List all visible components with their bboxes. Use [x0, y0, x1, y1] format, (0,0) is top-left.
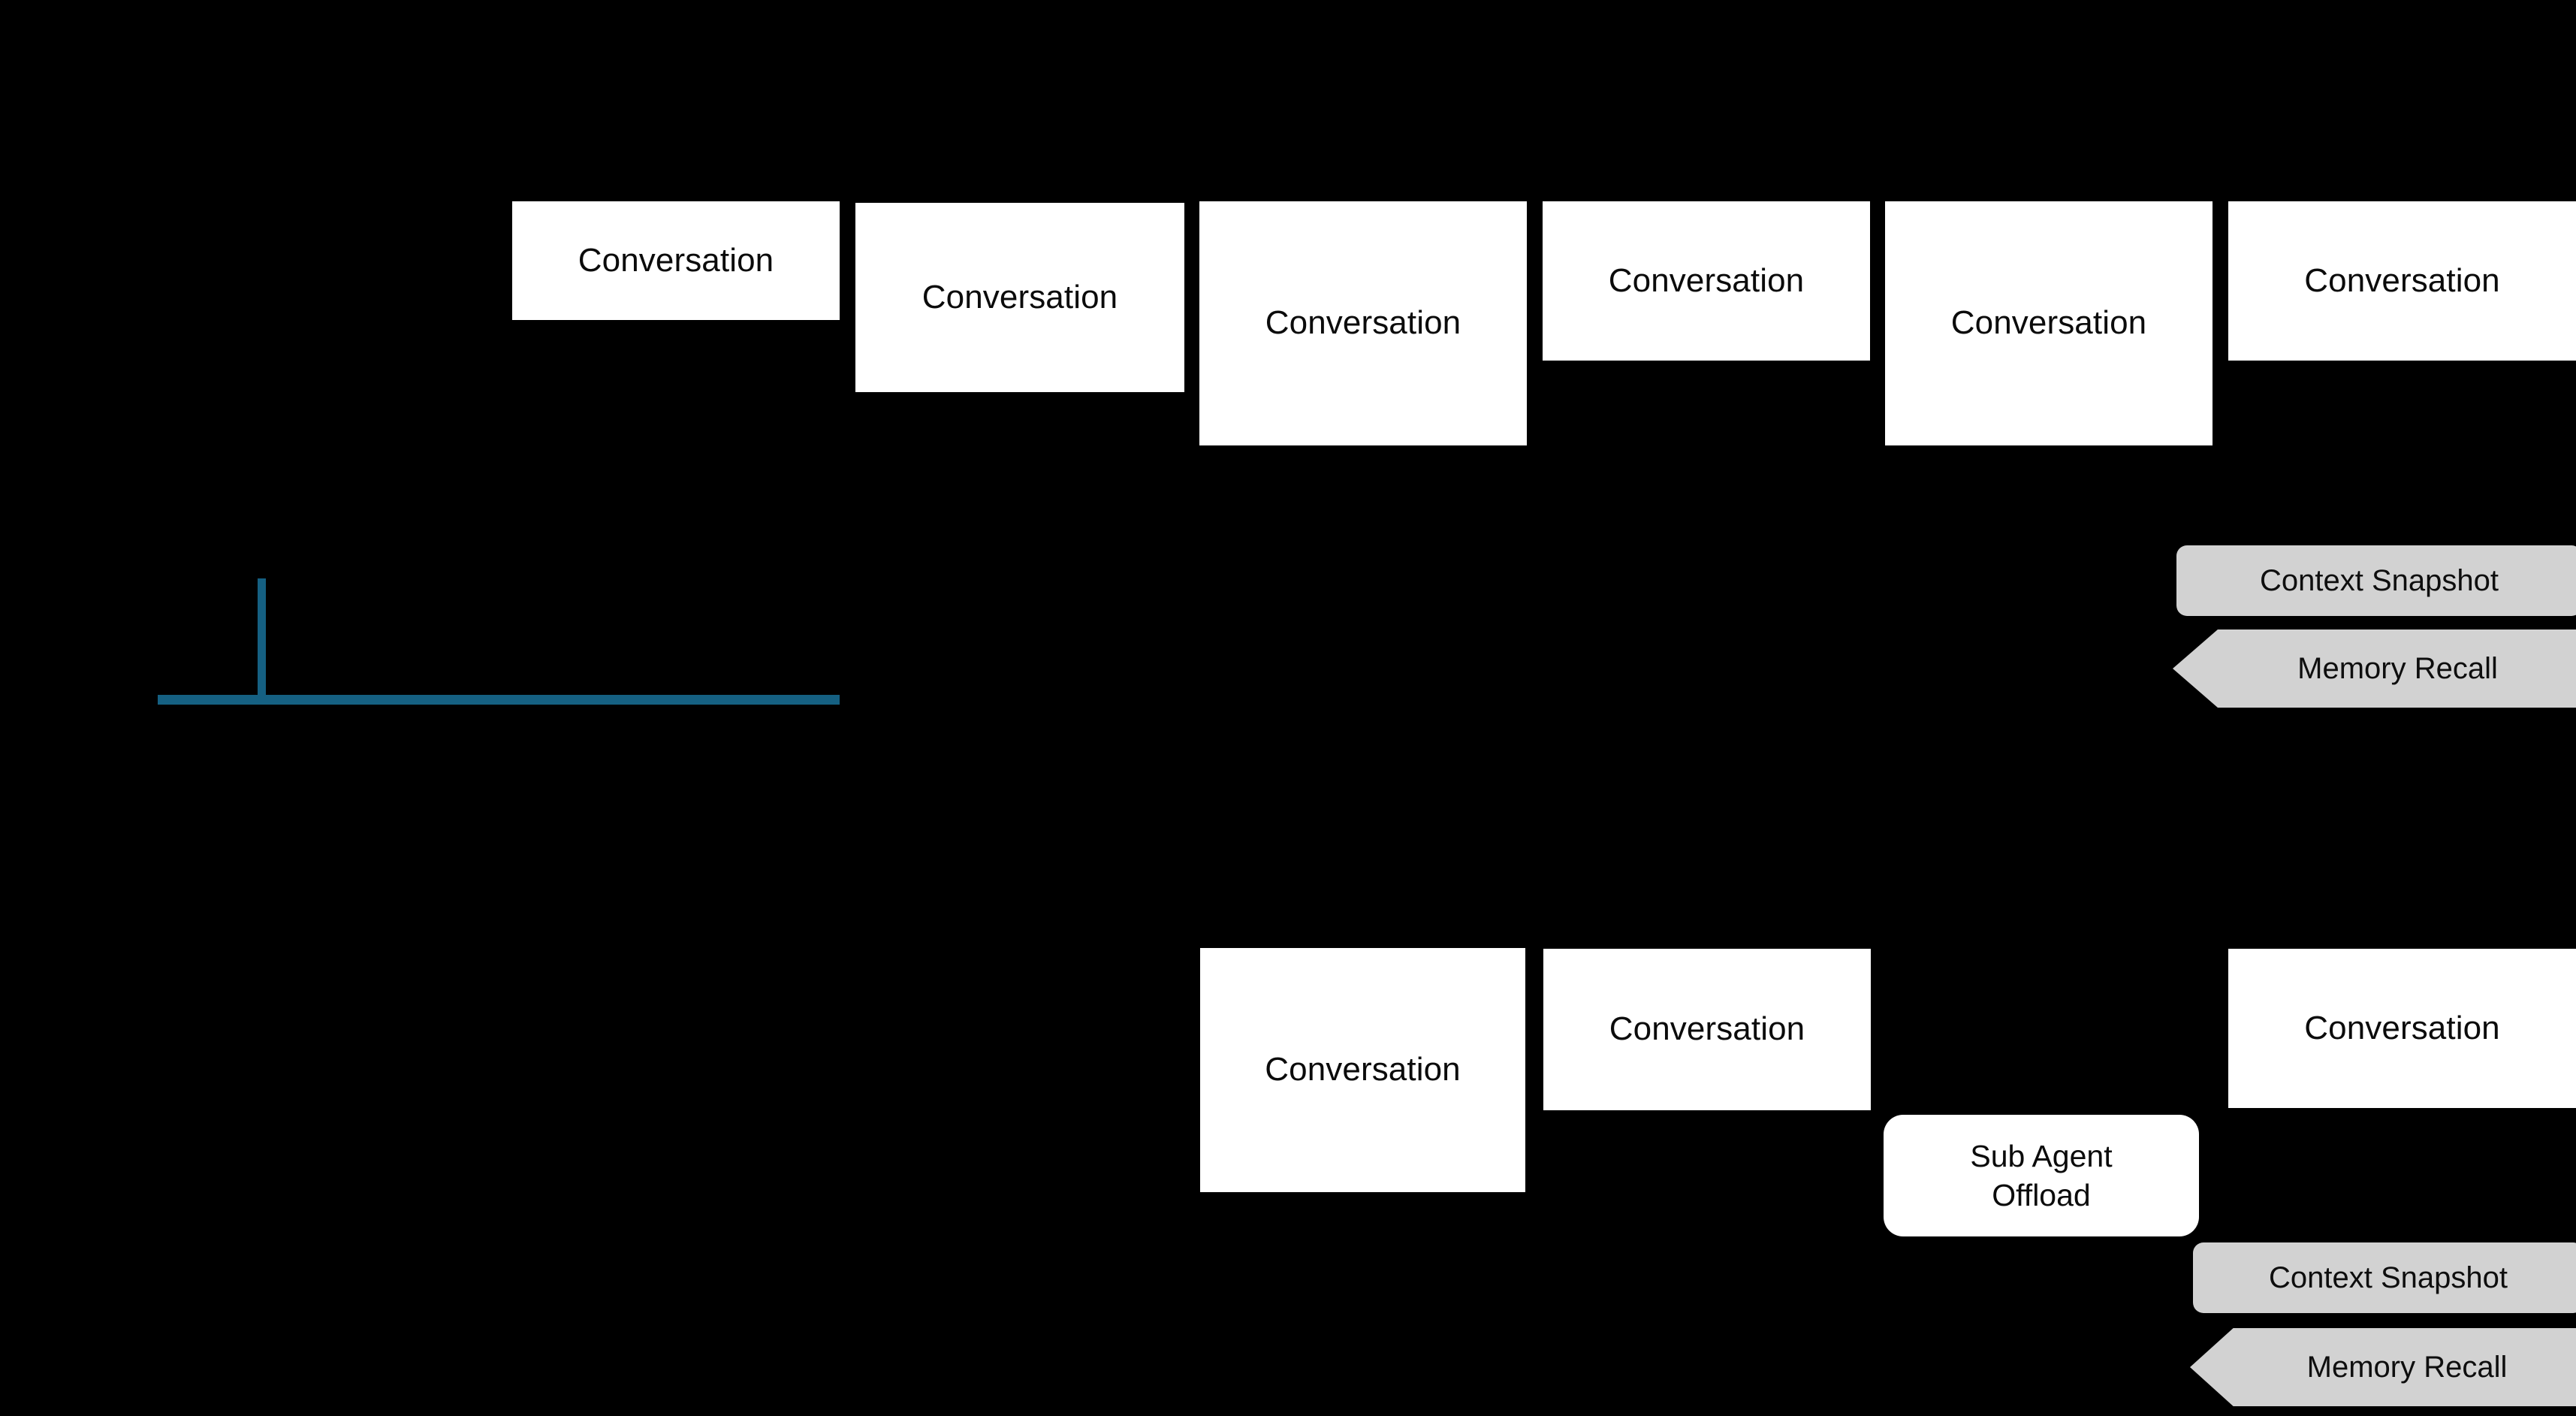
conversation-label: Conversation [922, 278, 1118, 316]
sub-agent-offload-label-line1: Sub Agent [1970, 1138, 2113, 1173]
conversation-block[interactable]: Conversation [1200, 948, 1525, 1192]
conversation-block[interactable]: Conversation [1543, 949, 1871, 1110]
sub-agent-offload-box[interactable]: Sub Agent Offload [1884, 1115, 2199, 1236]
conversation-block[interactable]: Conversation [1543, 201, 1870, 361]
conversation-label: Conversation [1609, 1010, 1805, 1048]
conversation-block[interactable]: Conversation [855, 203, 1184, 392]
conversation-label: Conversation [1265, 1051, 1461, 1088]
conversation-label: Conversation [2304, 1009, 2500, 1046]
conversation-block[interactable]: Conversation [512, 201, 840, 320]
memory-recall-label: Memory Recall [2306, 1350, 2508, 1384]
sub-agent-offload-label-line2: Offload [1992, 1178, 2091, 1212]
conversation-block[interactable]: Conversation [2228, 949, 2576, 1108]
conversation-label: Conversation [1265, 304, 1461, 342]
memory-recall-arrow[interactable]: Memory Recall [2190, 1328, 2576, 1406]
timeline-axis-horizontal [158, 695, 840, 705]
memory-recall-arrow[interactable]: Memory Recall [2173, 630, 2576, 708]
timeline-axis-tick [258, 578, 266, 701]
context-snapshot-label: Context Snapshot [2260, 563, 2499, 597]
memory-recall-label: Memory Recall [2297, 651, 2498, 685]
conversation-block[interactable]: Conversation [1199, 201, 1527, 445]
conversation-label: Conversation [1608, 261, 1805, 299]
conversation-label: Conversation [1950, 304, 2147, 342]
conversation-block[interactable]: Conversation [2228, 201, 2576, 361]
context-snapshot-label: Context Snapshot [2269, 1261, 2508, 1294]
context-snapshot-badge[interactable]: Context Snapshot [2193, 1242, 2576, 1313]
conversation-block[interactable]: Conversation [1885, 201, 2213, 445]
conversation-label: Conversation [578, 241, 774, 279]
context-snapshot-badge[interactable]: Context Snapshot [2176, 545, 2576, 616]
conversation-label: Conversation [2304, 261, 2500, 299]
